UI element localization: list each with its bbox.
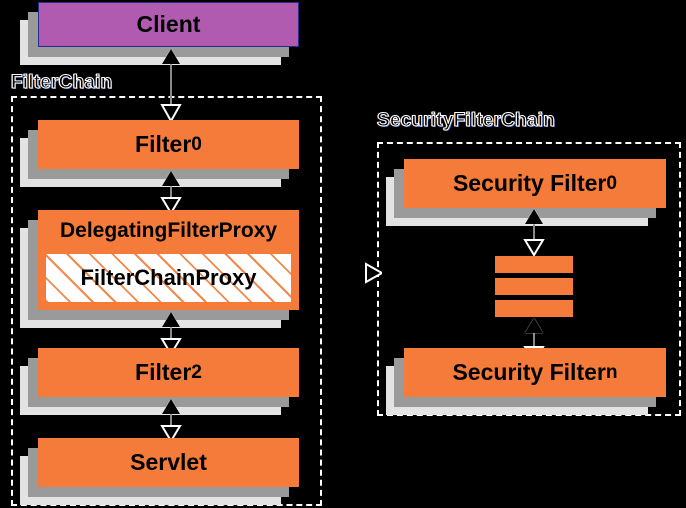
arrow-filter0-to-client bbox=[157, 49, 185, 124]
group-box-filterchain bbox=[11, 96, 322, 506]
dfp-face: DelegatingFilterProxy FilterChainProxy bbox=[38, 210, 299, 310]
security-filter0-subscript: 0 bbox=[606, 172, 618, 194]
security-filter0-label: Security Filter bbox=[452, 170, 607, 196]
filter0-label: Filter bbox=[135, 131, 192, 157]
arrow-filter2-to-filterchainproxy bbox=[157, 312, 185, 356]
arrow-head-hollow-down bbox=[160, 338, 182, 356]
filter-chain-proxy-label: FilterChainProxy bbox=[80, 265, 257, 290]
arrow-shaft bbox=[170, 324, 172, 342]
filter2-subscript: 2 bbox=[191, 361, 202, 383]
arrow-shaft bbox=[170, 61, 172, 109]
arrow-head-hollow-down bbox=[160, 425, 182, 443]
arrow-delegate-to-securityfilterchain bbox=[348, 262, 385, 284]
ellipsis-bar-2 bbox=[495, 278, 573, 295]
servlet-label: Servlet bbox=[130, 449, 207, 475]
node-filter-chain-proxy[interactable]: FilterChainProxy bbox=[44, 252, 293, 304]
arrow-dfp-to-filter0 bbox=[157, 171, 185, 215]
dfp-label: DelegatingFilterProxy bbox=[59, 219, 278, 242]
arrow-shaft bbox=[170, 183, 172, 201]
ellipsis-bar-3 bbox=[495, 300, 573, 317]
filter0-subscript: 0 bbox=[191, 133, 202, 155]
security-filtern-label: Security Filter bbox=[452, 359, 606, 385]
arrow-head-hollow-down bbox=[523, 239, 545, 257]
ellipsis-bar-1 bbox=[495, 256, 573, 273]
security-filtern-subscript: n bbox=[605, 361, 618, 383]
arrow-shaft bbox=[170, 411, 172, 429]
arrow-head-solid-up bbox=[525, 209, 543, 224]
node-servlet[interactable]: Servlet bbox=[20, 438, 299, 505]
arrow-servlet-to-filter2 bbox=[157, 399, 185, 443]
arrow-shaft bbox=[533, 330, 535, 350]
group-box-securityfilterchain bbox=[377, 142, 681, 416]
arrow-head-solid-up bbox=[162, 49, 180, 64]
servlet-face: Servlet bbox=[38, 438, 299, 487]
arrow-head-hollow-down bbox=[160, 104, 182, 124]
node-client[interactable]: Client bbox=[20, 2, 299, 65]
arrow-head-hollow-down bbox=[160, 197, 182, 215]
arrow-head-solid-up bbox=[162, 399, 180, 414]
node-delegating-filter-proxy[interactable]: DelegatingFilterProxy FilterChainProxy bbox=[20, 210, 299, 328]
group-label-securityfilterchain: SecurityFilterChain bbox=[376, 110, 556, 132]
arrow-head-solid-up bbox=[525, 318, 543, 333]
group-label-filterchain: FilterChain bbox=[10, 72, 113, 94]
client-face: Client bbox=[38, 2, 299, 47]
arrow-head-solid-up bbox=[162, 171, 180, 186]
client-label: Client bbox=[136, 11, 201, 37]
filter2-label: Filter bbox=[135, 359, 192, 385]
arrow-bars-to-security-filter0 bbox=[520, 209, 548, 257]
arrow-head-solid-up bbox=[162, 312, 180, 327]
arrow-shaft bbox=[533, 221, 535, 243]
